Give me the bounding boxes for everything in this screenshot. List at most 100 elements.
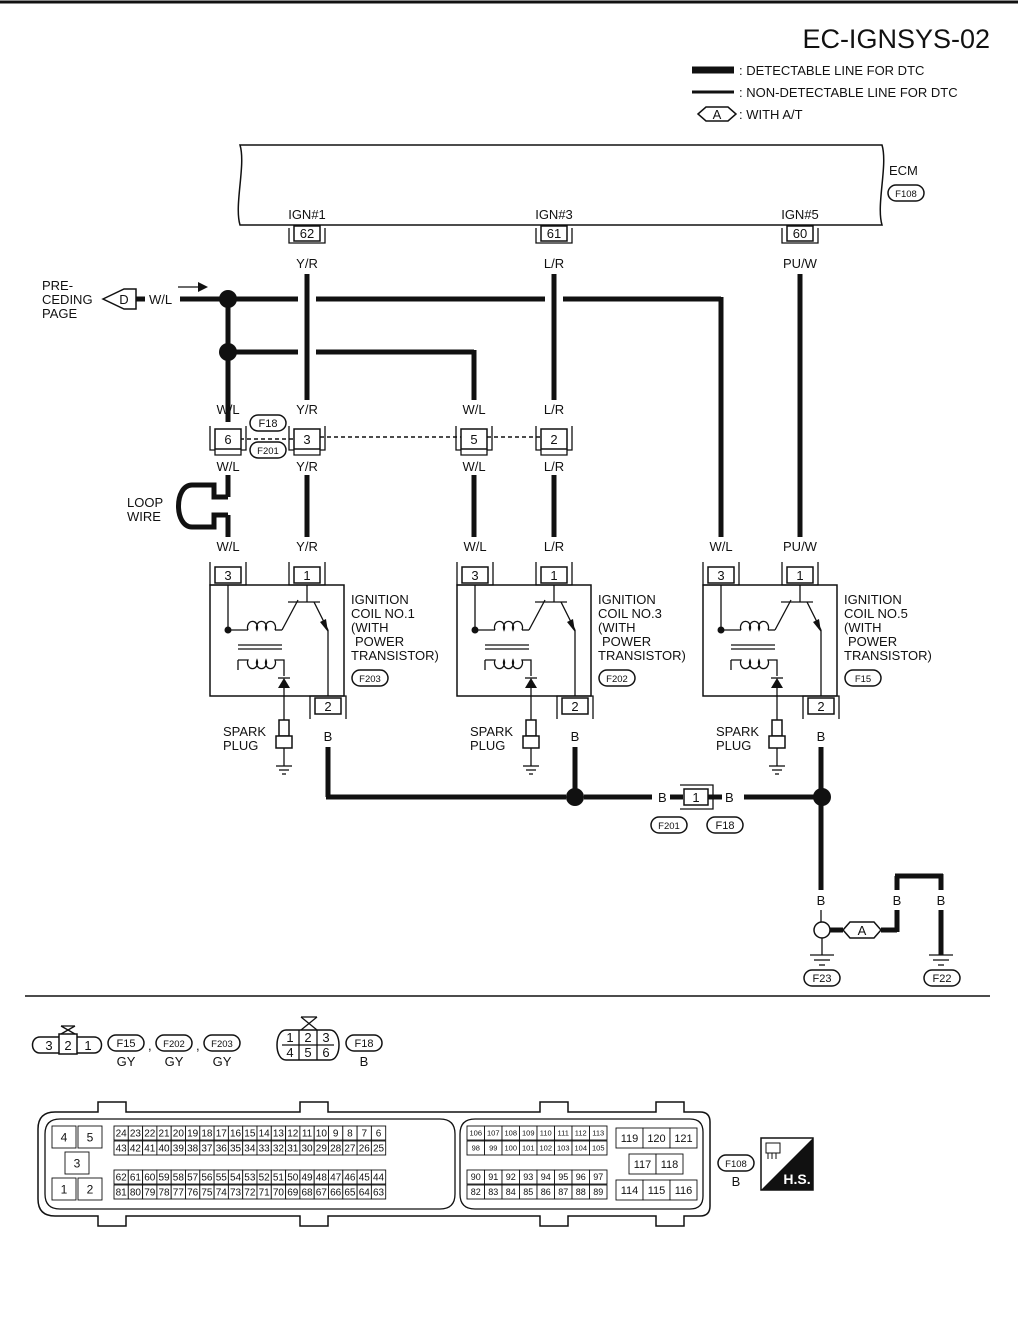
ground-with-at-symbol: A — [858, 923, 867, 938]
ecm-pin-number: 7 — [361, 1129, 367, 1140]
ecm-pin-number: 43 — [116, 1144, 128, 1155]
ignition-coil-no3: W/L L/R 3 1 2 IGNITION COIL NO.3 (WITH P… — [456, 539, 686, 775]
harness-side-label: H.S. — [783, 1171, 810, 1187]
ecm-connector: F108 — [895, 189, 917, 200]
ground-wire: B — [817, 893, 826, 908]
ecm-pin-number: 106 — [469, 1129, 482, 1138]
ecm-terminal-ign3: IGN#3 61 L/R — [535, 207, 573, 271]
ecm-pin-number: 31 — [287, 1144, 299, 1155]
preceding-page-symbol: D — [119, 292, 128, 307]
ground-wire-a: B — [893, 893, 902, 908]
coil-label: COIL NO.3 — [598, 606, 662, 621]
ecm-pin-number: 14 — [259, 1129, 271, 1140]
ecm-pin-cell — [77, 1125, 103, 1149]
ecm-pin-number: 4 — [61, 1130, 68, 1144]
ecm-pin-number: 69 — [287, 1188, 299, 1199]
ecm-pin-number: 86 — [541, 1187, 551, 1197]
coil-wire-1: Y/R — [296, 539, 318, 554]
coil-label: COIL NO.1 — [351, 606, 415, 621]
coil-label: (WITH — [844, 620, 882, 635]
coil-label: TRANSISTOR) — [844, 648, 932, 663]
ecm-pin-number: 75 — [201, 1188, 213, 1199]
ecm-pin-cell — [51, 1125, 77, 1149]
joint-wire-bottom: W/L — [462, 459, 485, 474]
ecm-pin-number: 85 — [523, 1187, 533, 1197]
ecm-pin-number: 19 — [187, 1129, 199, 1140]
ecm-pin-number: 82 — [471, 1187, 481, 1197]
ecm-pin-number: 54 — [230, 1173, 242, 1184]
ecm-pin-number: 32 — [273, 1144, 285, 1155]
ecm-terminal-name: IGN#1 — [288, 207, 326, 222]
connector-pin: 2 — [64, 1038, 71, 1053]
ignition-coil-no1: W/L Y/R 3 1 2 IGNITION COIL NO.1 (WIT — [209, 539, 439, 775]
coil-pin-3: 3 — [224, 568, 231, 583]
ground-joint-pin: 1 — [692, 790, 699, 805]
ecm-pin-number: 113 — [592, 1129, 604, 1138]
preceding-page-wire: W/L — [149, 292, 172, 307]
ecm-terminal-ign5: IGN#5 60 PU/W — [781, 207, 819, 271]
coil-wire-3: W/L — [463, 539, 486, 554]
joint-wire-top: L/R — [544, 402, 564, 417]
coil-wire-1: PU/W — [783, 539, 818, 554]
ecm-pin-number: 84 — [506, 1187, 516, 1197]
ecm-pin-number: 42 — [130, 1144, 142, 1155]
coil-wire-1: L/R — [544, 539, 564, 554]
ecm-pin-number: 91 — [488, 1172, 498, 1182]
joint-wire-top: W/L — [216, 402, 239, 417]
ecm-pin-number: 81 — [116, 1188, 128, 1199]
ecm-pin-number: 112 — [575, 1129, 587, 1138]
ecm-pin: 61 — [547, 226, 561, 241]
ecm-pin-number: 39 — [173, 1144, 185, 1155]
coil-label: POWER — [848, 634, 897, 649]
ground-wiring: B 1 B F201 F18 B F23 A B B F22 — [325, 747, 961, 987]
ecm-pin-number: 47 — [330, 1173, 342, 1184]
coil-pin-3: 3 — [717, 568, 724, 583]
connector-pin: 6 — [322, 1045, 329, 1060]
ground-f22: F22 — [933, 973, 952, 985]
joint-pin-5: W/L 5 W/L — [455, 402, 493, 474]
ecm-pin-number: 6 — [376, 1129, 382, 1140]
ecm-pin-number: 109 — [522, 1129, 535, 1138]
ecm-pin-number: 101 — [522, 1144, 535, 1153]
ecm-pin-number: 27 — [344, 1144, 356, 1155]
three-pin-connector-view: 3 2 1 F15 GY , F202 GY , F203 GY — [31, 1025, 241, 1069]
ecm-pin-number: 36 — [216, 1144, 228, 1155]
ecm-wire-color: Y/R — [296, 256, 318, 271]
joint-connector: F18 F201 W/L 6 W/L Y/R 3 Y/R W/L 5 W/L L… — [209, 402, 573, 474]
coil-pin-2: 2 — [817, 699, 824, 714]
coil-connector: F203 — [359, 674, 381, 685]
connector-ref: F15 — [117, 1038, 136, 1050]
ecm-pin-cell — [589, 1184, 608, 1200]
connector-ref-color: B — [360, 1054, 369, 1069]
ecm-pin-number: 63 — [373, 1188, 385, 1199]
ecm-pin-number: 28 — [330, 1144, 342, 1155]
joint-connector-a: F18 — [259, 418, 278, 430]
ground-joint-wire-right: B — [725, 790, 734, 805]
ecm-pin-number: 93 — [523, 1172, 533, 1182]
connector-ref: F18 — [355, 1038, 374, 1050]
ecm-wire-color: L/R — [544, 256, 564, 271]
ecm-pin-number: 76 — [187, 1188, 199, 1199]
ecm-pin-number: 98 — [472, 1144, 480, 1153]
ecm-pin-number: 94 — [541, 1172, 551, 1182]
connector-ref-separator: , — [148, 1038, 152, 1053]
ecm-pin-number: 103 — [557, 1144, 570, 1153]
ecm-pin-number: 83 — [488, 1187, 498, 1197]
ignition-coil-no5: W/L PU/W 3 1 2 IGNITION COIL NO.5 (WITH … — [702, 539, 932, 775]
ecm-pin-number: 99 — [489, 1144, 497, 1153]
connector-ref-color: B — [732, 1174, 741, 1189]
ecm-pin: 60 — [793, 226, 807, 241]
ecm-pin-number: 13 — [273, 1129, 285, 1140]
coil-connector: F15 — [855, 674, 871, 685]
coil-wire-3: W/L — [216, 539, 239, 554]
ecm-pin-number: 38 — [187, 1144, 199, 1155]
joint-wire-top: W/L — [462, 402, 485, 417]
ecm-pin-cell — [51, 1177, 77, 1201]
ecm-pin-number: 55 — [216, 1173, 228, 1184]
preceding-page-label: PAGE — [42, 306, 77, 321]
joint-pin: 5 — [470, 432, 477, 447]
loop-wire-label: LOOP — [127, 495, 163, 510]
ecm-pin-number: 50 — [287, 1173, 299, 1184]
coil-wire-3: W/L — [709, 539, 732, 554]
coil-pin-2: 2 — [571, 699, 578, 714]
